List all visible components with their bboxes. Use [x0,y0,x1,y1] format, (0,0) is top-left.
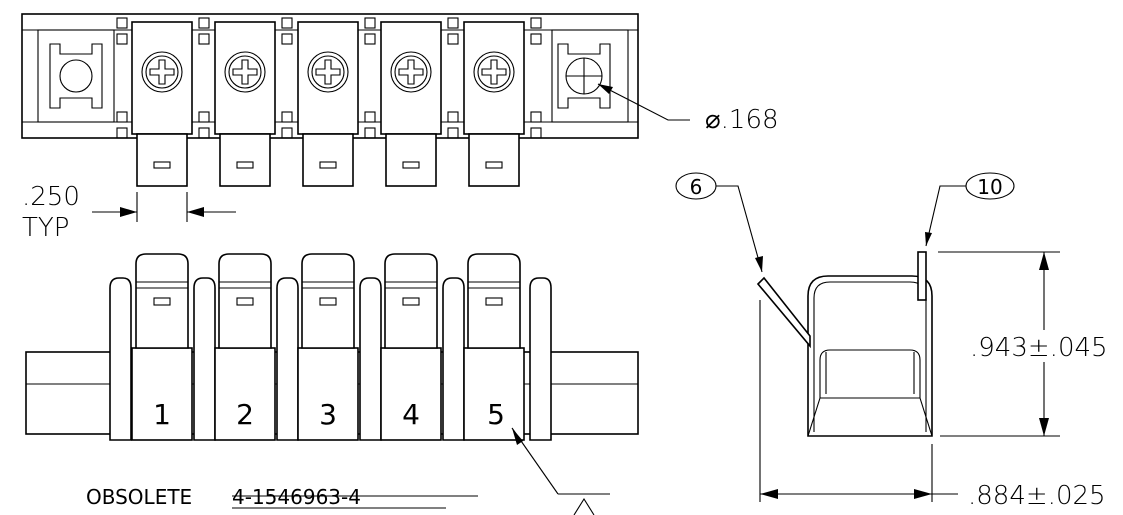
width-dimension [759,300,958,502]
front-view: 1 2 3 4 5 OBSOLETE 4-1546963-4 [25,253,639,515]
left-mounting-hole [37,29,115,123]
balloon-10 [925,172,1015,247]
front-terminals [131,253,525,441]
hole-diameter-leader [597,83,690,121]
terminal-number-3: 3 [319,398,337,431]
pitch-dimension [92,192,236,222]
hole-diameter-label: ⌀.168 [705,105,779,135]
top-view: ⌀.168 .250 TYP [21,13,779,243]
side-view-body [807,275,933,437]
height-dimension-label: .943±.045 [970,333,1108,363]
right-mounting-hole [551,29,629,123]
balloon-6 [675,172,763,273]
side-view: 6 10 .943±.045 .884±.025 [675,172,1108,511]
pitch-note-label: TYP [22,213,69,243]
obsolete-part-number: 4-1546963-4 [232,485,361,509]
right-tab [917,251,927,301]
balloon-6-label: 6 [690,175,703,199]
terminal-number-1: 1 [153,398,171,431]
pitch-value-label: .250 [22,182,80,212]
obsolete-label: OBSOLETE [86,485,192,509]
front-barriers [109,277,552,441]
width-dimension-label: .884±.025 [968,481,1106,511]
balloon-10-label: 10 [977,175,1002,199]
terminal-number-5: 5 [487,398,505,431]
terminal-number-4: 4 [402,398,420,431]
height-dimension [938,251,1060,437]
left-tab [756,276,811,349]
marking-leader [511,427,610,515]
terminal-number-2: 2 [236,398,254,431]
top-terminals [131,21,525,187]
